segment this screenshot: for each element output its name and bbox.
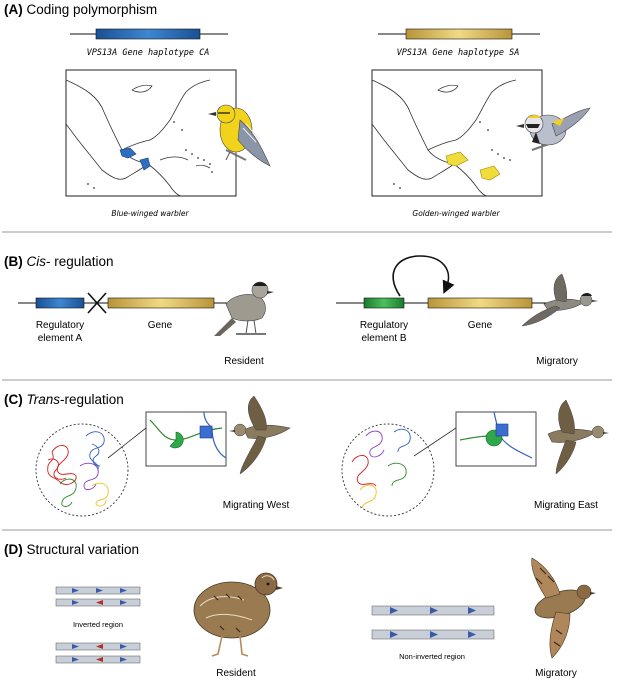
- gene-bar-sa: [405, 28, 513, 40]
- gene-label-right: Gene: [468, 320, 493, 331]
- panel-d: (D) Structural variation Inverted region: [4, 542, 596, 679]
- regulatory-element-a-bar: [35, 297, 85, 309]
- gene-label-ca: VPS13A Gene haplotype CA: [87, 48, 210, 58]
- phenotype-migratory-b: Migratory: [536, 356, 578, 367]
- cross-mark-icon: [87, 292, 107, 314]
- panel-a: (A) Coding polymorphism VPS13A Gene hapl…: [4, 2, 591, 218]
- cis-construct-left: Regulatory element A Gene Resident: [18, 292, 264, 367]
- nucleus-left: [35, 423, 147, 517]
- inverted-chromosomes: Inverted region: [55, 586, 141, 664]
- binding-inset-left: [145, 411, 227, 467]
- binding-inset-right: [455, 411, 537, 467]
- gene-label-left: Gene: [148, 320, 173, 331]
- flying-bird-east-illustration: [547, 399, 609, 475]
- gene-haplotype-sa: VPS13A Gene haplotype SA: [378, 28, 540, 58]
- perched-warbler-illustration: [214, 281, 274, 336]
- non-inverted-chromosomes: Non-inverted region: [371, 605, 495, 661]
- chromosome-bar: [371, 629, 495, 640]
- chromosome-bar: [371, 605, 495, 616]
- blue-winged-warbler-illustration: [208, 104, 271, 167]
- range-patch-blue: [119, 147, 137, 159]
- inverted-region-label: Inverted region: [73, 620, 123, 629]
- non-inverted-region-label: Non-inverted region: [399, 652, 465, 661]
- phenotype-migrating-west: Migrating West: [223, 500, 290, 511]
- chromosome-bar: [55, 598, 141, 607]
- gene-label-sa: VPS13A Gene haplotype SA: [397, 48, 520, 58]
- gene-bar-right: [427, 297, 533, 309]
- cis-construct-right: Regulatory element B Gene Migratory: [336, 255, 578, 367]
- nucleus-right: [341, 423, 457, 517]
- phenotype-resident-b: Resident: [224, 356, 264, 367]
- binding-site-bound-icon: [495, 423, 509, 437]
- regulatory-element-b-label-line2: element B: [361, 333, 406, 344]
- range-map-left: [65, 69, 237, 197]
- regulatory-element-b-bar: [363, 297, 405, 309]
- panel-b: (B) Cis- regulation Regulatory element A…: [4, 254, 598, 367]
- chromosome-bar: [55, 642, 141, 651]
- chromosome-bar: [55, 586, 141, 595]
- range-map-right: [371, 69, 543, 197]
- phenotype-migratory-d: Migratory: [535, 668, 577, 679]
- regulatory-element-a-label-line1: Regulatory: [36, 320, 84, 331]
- flying-bird-west-illustration: [229, 395, 291, 475]
- panel-d-title: (D) Structural variation: [4, 542, 139, 557]
- transcription-factor-icon: [169, 431, 184, 449]
- binding-site-icon: [199, 425, 213, 439]
- caption-blue-winged-warbler: Blue-winged warbler: [111, 209, 189, 218]
- resident-quail-illustration: [193, 572, 283, 657]
- flying-warbler-illustration-b: [521, 273, 598, 327]
- gene-haplotype-ca: VPS13A Gene haplotype CA: [70, 28, 228, 58]
- chromosome-bar: [55, 655, 141, 664]
- gene-bar-left: [107, 297, 215, 309]
- gene-bar-ca: [95, 28, 201, 40]
- phenotype-resident-d: Resident: [216, 668, 256, 679]
- migratory-quail-illustration: [531, 557, 596, 659]
- phenotype-migrating-east: Migrating East: [534, 500, 598, 511]
- panel-c: (C) Trans-regulation Migrating West: [4, 392, 609, 517]
- panel-a-title: (A) Coding polymorphism: [4, 2, 157, 17]
- golden-winged-warbler-illustration: [516, 107, 591, 151]
- panel-c-title: (C) Trans-regulation: [4, 392, 124, 407]
- regulatory-element-a-label-line2: element A: [38, 333, 83, 344]
- caption-golden-winged-warbler: Golden-winged warbler: [412, 209, 500, 218]
- regulatory-element-b-label-line1: Regulatory: [360, 320, 408, 331]
- panel-b-title: (B) Cis- regulation: [4, 254, 114, 269]
- activation-arrow-icon: [392, 255, 455, 297]
- range-patch-gold: [445, 151, 469, 167]
